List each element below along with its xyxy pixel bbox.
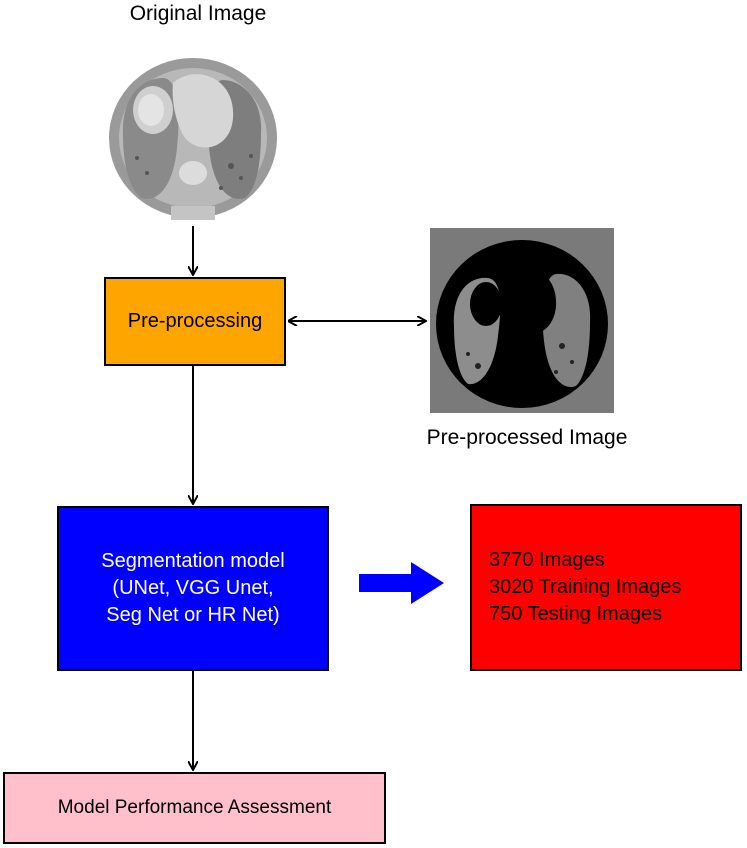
assessment-label: Model Performance Assessment	[57, 797, 332, 818]
dataset-training-images: 3020 Training Images	[489, 576, 682, 598]
original-image-label: Original Image	[129, 2, 267, 25]
dataset-total-images: 3770 Images	[489, 549, 605, 571]
preprocessing-label: Pre-processing	[127, 310, 263, 332]
preprocessed-image-label: Pre-processed Image	[426, 426, 628, 449]
segmentation-line-2: (UNet, VGG Unet,	[112, 577, 274, 599]
model-performance-assessment-box: Model Performance Assessment	[3, 772, 386, 844]
segmentation-line-1: Segmentation model	[101, 550, 285, 572]
block-arrow-segmentation-to-dataset	[359, 562, 444, 604]
ct-scan-preprocessed-icon	[428, 226, 616, 415]
dataset-testing-images: 750 Testing Images	[489, 603, 663, 625]
preprocessing-box: Pre-processing	[104, 277, 286, 366]
segmentation-line-3: Seg Net or HR Net)	[106, 604, 280, 626]
ct-scan-original-icon	[101, 38, 285, 226]
segmentation-model-box: Segmentation model (UNet, VGG Unet, Seg …	[57, 506, 329, 671]
dataset-box: 3770 Images 3020 Training Images 750 Tes…	[470, 504, 742, 671]
